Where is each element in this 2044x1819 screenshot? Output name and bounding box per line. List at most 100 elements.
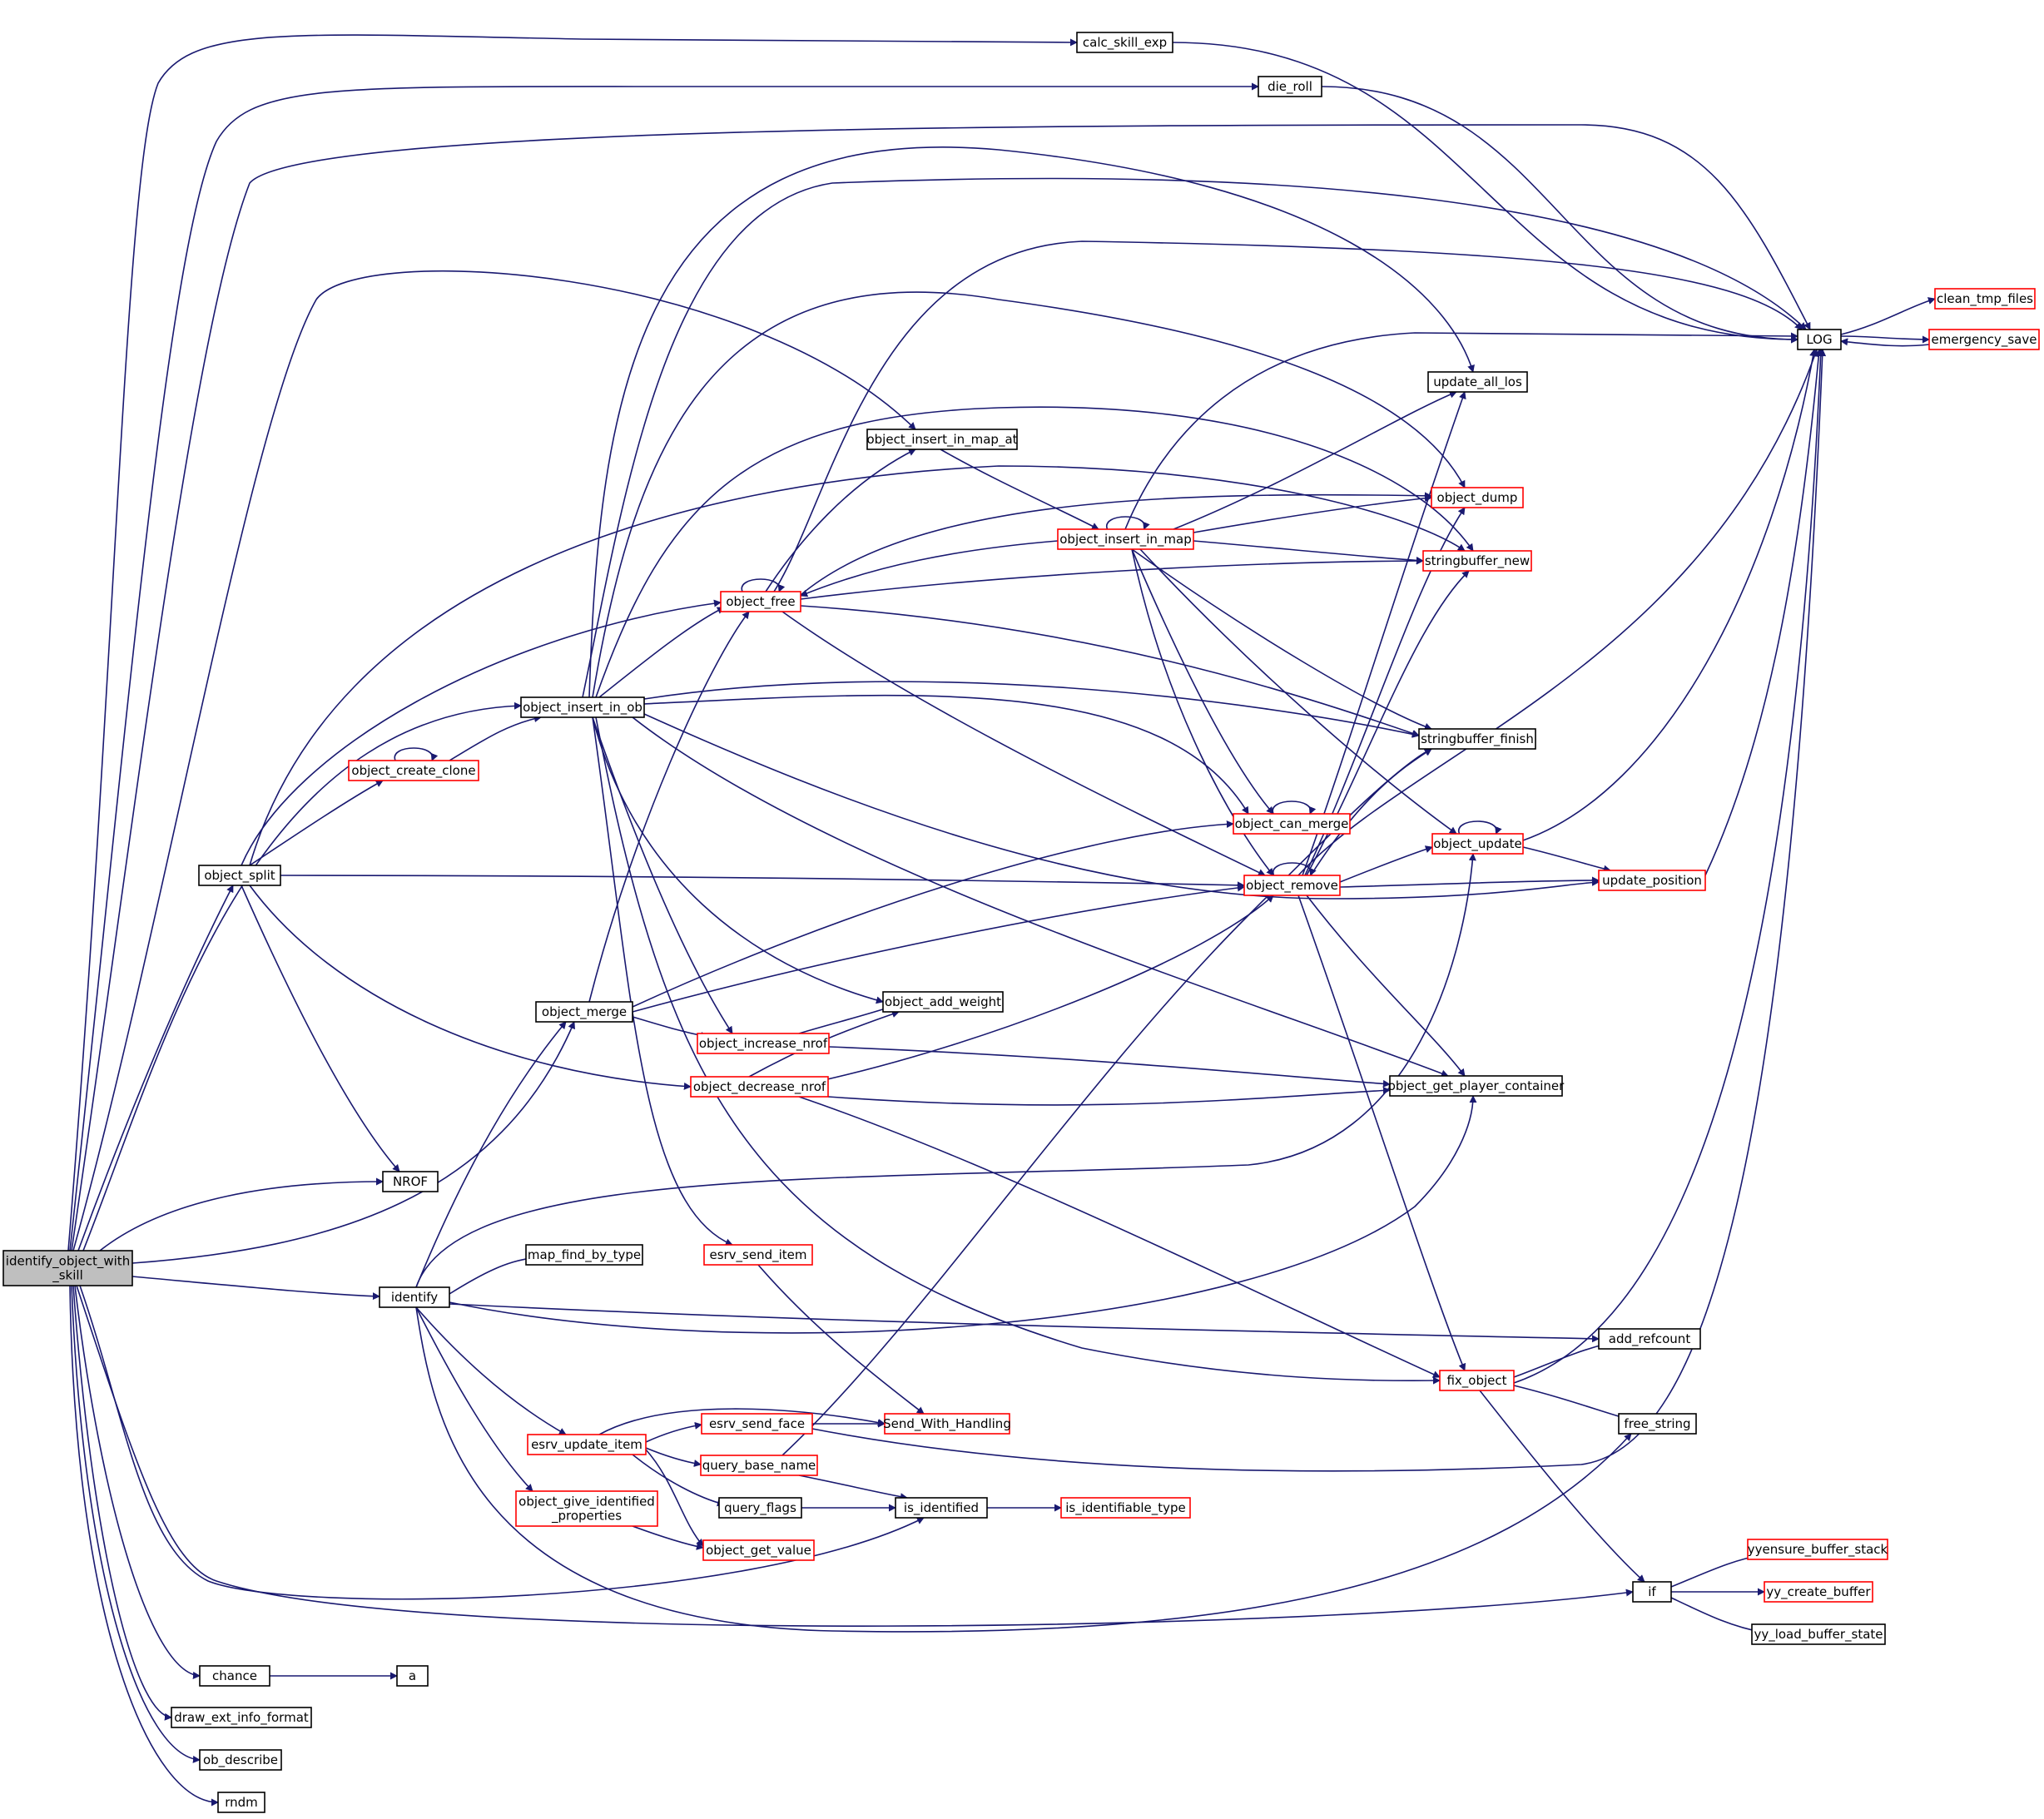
edge-object_insert_in_ob-to-object_get_player_container xyxy=(632,716,1449,1078)
node-object_give_identified_properties[interactable]: object_give_identified_properties xyxy=(515,1490,658,1527)
node-ob_describe[interactable]: ob_describe xyxy=(199,1749,282,1771)
node-box xyxy=(348,760,479,781)
node-label: object_free xyxy=(726,594,795,610)
node-label: update_all_los xyxy=(1433,374,1522,390)
node-object_insert_in_ob[interactable]: object_insert_in_ob xyxy=(520,696,645,718)
node-Send_With_Handling[interactable]: Send_With_Handling xyxy=(883,1413,1011,1435)
node-emergency_save[interactable]: emergency_save xyxy=(1928,329,2040,350)
node-die_roll[interactable]: die_roll xyxy=(1258,76,1322,97)
node-map_find_by_type[interactable]: map_find_by_type xyxy=(525,1244,643,1266)
node-identify[interactable]: identify xyxy=(379,1286,450,1308)
node-box xyxy=(1618,1413,1697,1435)
node-box xyxy=(1427,371,1528,393)
edge-object_free-to-stringbuffer_new xyxy=(800,557,1424,600)
node-query_flags[interactable]: query_flags xyxy=(718,1497,802,1519)
node-yy_load_buffer_state[interactable]: yy_load_buffer_state xyxy=(1751,1623,1886,1645)
node-LOG[interactable]: LOG xyxy=(1797,329,1842,350)
node-label: esrv_send_item xyxy=(709,1247,806,1263)
node-esrv_send_item[interactable]: esrv_send_item xyxy=(703,1244,813,1266)
edge-identify-to-object_get_player_container xyxy=(449,1095,1477,1334)
node-label: query_base_name xyxy=(702,1458,816,1474)
edge-object_insert_in_map-to-stringbuffer_finish xyxy=(1131,548,1432,731)
node-stringbuffer_finish[interactable]: stringbuffer_finish xyxy=(1418,728,1536,750)
node-object_insert_in_map[interactable]: object_insert_in_map xyxy=(1057,528,1194,550)
node-root: identify_object_with_skill xyxy=(2,1250,133,1286)
node-if[interactable]: if xyxy=(1632,1581,1672,1603)
node-is_identified[interactable]: is_identified xyxy=(895,1497,988,1519)
edge-root-to-NROF xyxy=(99,1177,384,1251)
edge-esrv_update_item-to-query_flags xyxy=(632,1454,725,1507)
edge-identify-to-add_refcount xyxy=(449,1303,1600,1343)
node-box xyxy=(1928,329,2040,350)
node-label: object_add_weight xyxy=(885,994,1001,1010)
node-label: ob_describe xyxy=(203,1752,278,1768)
edge-root-to-calc_skill_exp xyxy=(67,34,1078,1251)
node-free_string[interactable]: free_string xyxy=(1618,1413,1697,1435)
node-object_free[interactable]: object_free xyxy=(720,591,801,612)
node-object_merge[interactable]: object_merge xyxy=(535,1001,633,1023)
node-object_can_merge[interactable]: object_can_merge xyxy=(1233,813,1351,835)
node-calc_skill_exp[interactable]: calc_skill_exp xyxy=(1076,32,1173,53)
node-add_refcount[interactable]: add_refcount xyxy=(1598,1328,1701,1350)
node-query_base_name[interactable]: query_base_name xyxy=(700,1455,818,1476)
edge-object_remove-to-update_position xyxy=(1339,876,1600,888)
edge-object_create_clone-to-object_create_clone xyxy=(394,747,439,761)
node-label: _properties xyxy=(551,1509,622,1524)
edge-fix_object-to-LOG xyxy=(1513,349,1825,1384)
node-a[interactable]: a xyxy=(396,1665,429,1687)
node-esrv_send_face[interactable]: esrv_send_face xyxy=(701,1413,813,1435)
node-stringbuffer_new[interactable]: stringbuffer_new xyxy=(1422,550,1532,572)
node-clean_tmp_files[interactable]: clean_tmp_files xyxy=(1934,288,2036,310)
edge-LOG-to-emergency_save xyxy=(1840,335,1930,344)
node-object_add_weight[interactable]: object_add_weight xyxy=(882,991,1004,1013)
edge-identify-to-object_merge xyxy=(415,1021,567,1288)
node-box xyxy=(718,1497,802,1519)
node-object_get_player_container[interactable]: object_get_player_container xyxy=(1388,1075,1565,1097)
node-label: object_split xyxy=(204,868,275,884)
node-object_insert_in_map_at[interactable]: object_insert_in_map_at xyxy=(866,429,1018,450)
node-box xyxy=(520,696,645,718)
node-update_position[interactable]: update_position xyxy=(1598,870,1706,891)
node-box xyxy=(895,1497,988,1519)
node-NROF[interactable]: NROF xyxy=(382,1171,439,1192)
edge-identify-to-esrv_update_item xyxy=(415,1306,567,1435)
edge-esrv_send_face-to-LOG xyxy=(811,349,1827,1472)
edges-layer xyxy=(67,34,1936,1807)
edge-object_give_identified_properties-to-object_get_value xyxy=(632,1525,704,1550)
node-box xyxy=(697,1033,830,1054)
edge-object_insert_in_map-to-object_insert_in_map xyxy=(1106,516,1150,530)
node-object_increase_nrof[interactable]: object_increase_nrof xyxy=(697,1033,830,1054)
node-chance[interactable]: chance xyxy=(199,1665,270,1687)
edge-root-to-object_insert_in_map_at xyxy=(72,270,916,1251)
node-object_get_value[interactable]: object_get_value xyxy=(702,1539,815,1561)
node-label: object_insert_in_map_at xyxy=(866,432,1017,448)
node-box xyxy=(1598,870,1706,891)
node-label: object_give_identified xyxy=(518,1494,655,1510)
node-fix_object[interactable]: fix_object xyxy=(1439,1370,1515,1391)
edge-object_insert_in_ob-to-object_add_weight xyxy=(592,716,884,1004)
node-object_split[interactable]: object_split xyxy=(198,865,281,886)
node-rndm[interactable]: rndm xyxy=(217,1792,265,1813)
node-label: object_dump xyxy=(1437,490,1518,506)
node-label: stringbuffer_new xyxy=(1425,553,1530,569)
node-update_all_los[interactable]: update_all_los xyxy=(1427,371,1528,393)
node-draw_ext_info_format[interactable]: draw_ext_info_format xyxy=(171,1707,312,1728)
edge-object_free-to-object_free xyxy=(741,578,786,592)
node-object_remove[interactable]: object_remove xyxy=(1243,875,1341,896)
node-object_create_clone[interactable]: object_create_clone xyxy=(348,760,479,781)
node-box xyxy=(1439,1370,1515,1391)
node-object_dump[interactable]: object_dump xyxy=(1431,487,1524,508)
node-yy_create_buffer[interactable]: yy_create_buffer xyxy=(1764,1581,1873,1603)
edge-object_insert_in_ob-to-object_free xyxy=(598,607,725,698)
node-box xyxy=(1934,288,2036,310)
node-box xyxy=(1057,528,1194,550)
node-esrv_update_item[interactable]: esrv_update_item xyxy=(527,1434,647,1455)
edge-emergency_save-to-LOG xyxy=(1840,338,1930,347)
node-is_identifiable_type[interactable]: is_identifiable_type xyxy=(1060,1497,1191,1519)
node-object_update[interactable]: object_update xyxy=(1431,833,1524,855)
node-box xyxy=(1258,76,1322,97)
node-yyensure_buffer_stack[interactable]: yyensure_buffer_stack xyxy=(1747,1539,1888,1560)
edge-object_merge-to-object_remove xyxy=(632,884,1245,1013)
node-object_decrease_nrof[interactable]: object_decrease_nrof xyxy=(690,1076,829,1098)
node-label: object_get_value xyxy=(706,1543,811,1559)
